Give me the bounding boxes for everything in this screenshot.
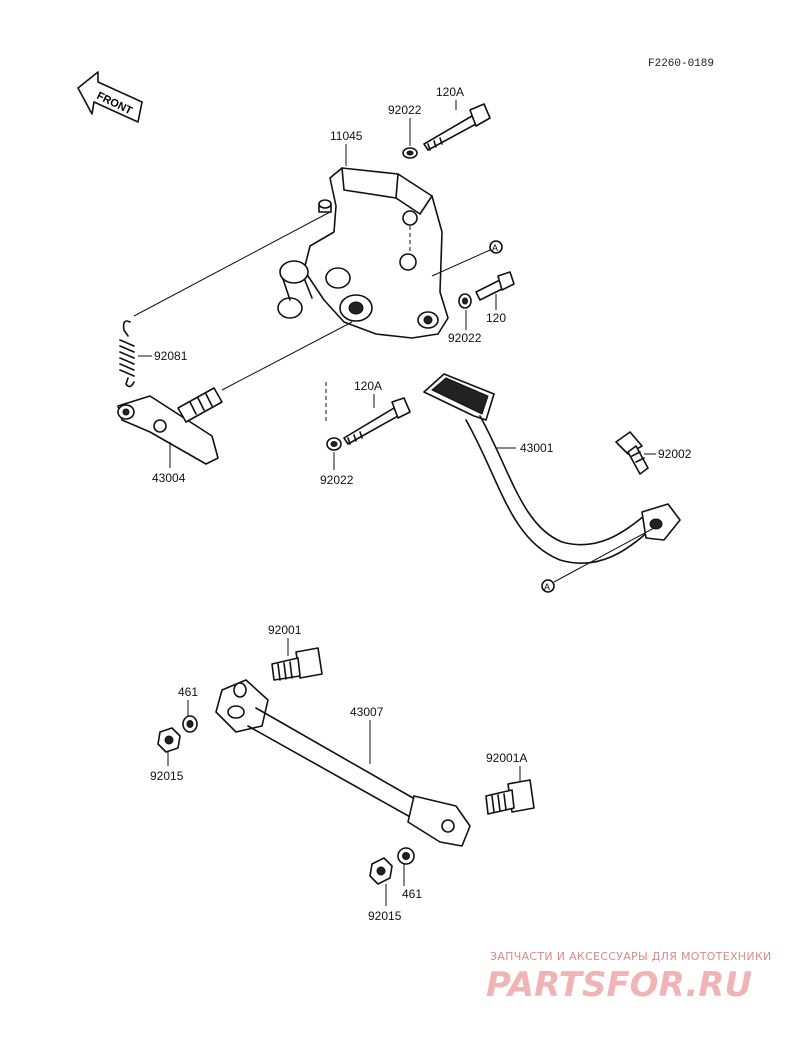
nut-92015-right: [369, 857, 393, 885]
bracket-11045: [277, 167, 449, 339]
label-92002: 92002: [658, 447, 692, 461]
bolt-120-right: [475, 271, 515, 301]
bolt-92002: [615, 431, 649, 475]
brake-pedal-43001: [423, 373, 681, 565]
bolt-120a-mid: [325, 382, 411, 445]
label-461-left: 461: [178, 685, 198, 699]
label-92022-mid: 92022: [320, 473, 354, 487]
bolt-92001: [271, 647, 323, 681]
label-43004: 43004: [152, 471, 186, 485]
label-92001a: 92001A: [486, 751, 527, 765]
label-461-right: 461: [402, 887, 422, 901]
label-11045: 11045: [330, 129, 363, 143]
reference-code: F2260-0189: [648, 58, 714, 70]
bolt-120a-top: [423, 103, 491, 151]
label-43001: 43001: [520, 441, 554, 455]
label-92015-left: 92015: [150, 769, 184, 783]
label-43007: 43007: [350, 705, 384, 719]
connector-a-upper: A: [431, 240, 503, 277]
shaft-lever-43004: [117, 321, 353, 465]
label-92015-right: 92015: [368, 909, 402, 923]
watermark-logo: PARTSFOR.RU: [486, 965, 752, 1005]
label-120a-top: 120A: [436, 85, 464, 99]
connector-a-lower: A: [541, 527, 655, 593]
svg-text:A: A: [544, 582, 550, 592]
label-92022-right: 92022: [448, 331, 482, 345]
label-92001: 92001: [268, 623, 302, 637]
nut-92015-left: [157, 727, 181, 753]
bolt-92001a: [485, 779, 535, 815]
brake-rod-43007: [215, 679, 471, 847]
front-arrow-icon: FRONT: [77, 71, 143, 123]
label-92022-top: 92022: [388, 103, 422, 117]
label-120a-mid: 120A: [354, 379, 382, 393]
svg-text:A: A: [492, 243, 498, 253]
spring-92081: [119, 211, 331, 388]
label-120-right: 120: [486, 311, 506, 325]
watermark-tagline: ЗАПЧАСТИ И АКСЕССУАРЫ ДЛЯ МОТОТЕХНИКИ: [490, 950, 772, 963]
label-92081: 92081: [154, 349, 188, 363]
